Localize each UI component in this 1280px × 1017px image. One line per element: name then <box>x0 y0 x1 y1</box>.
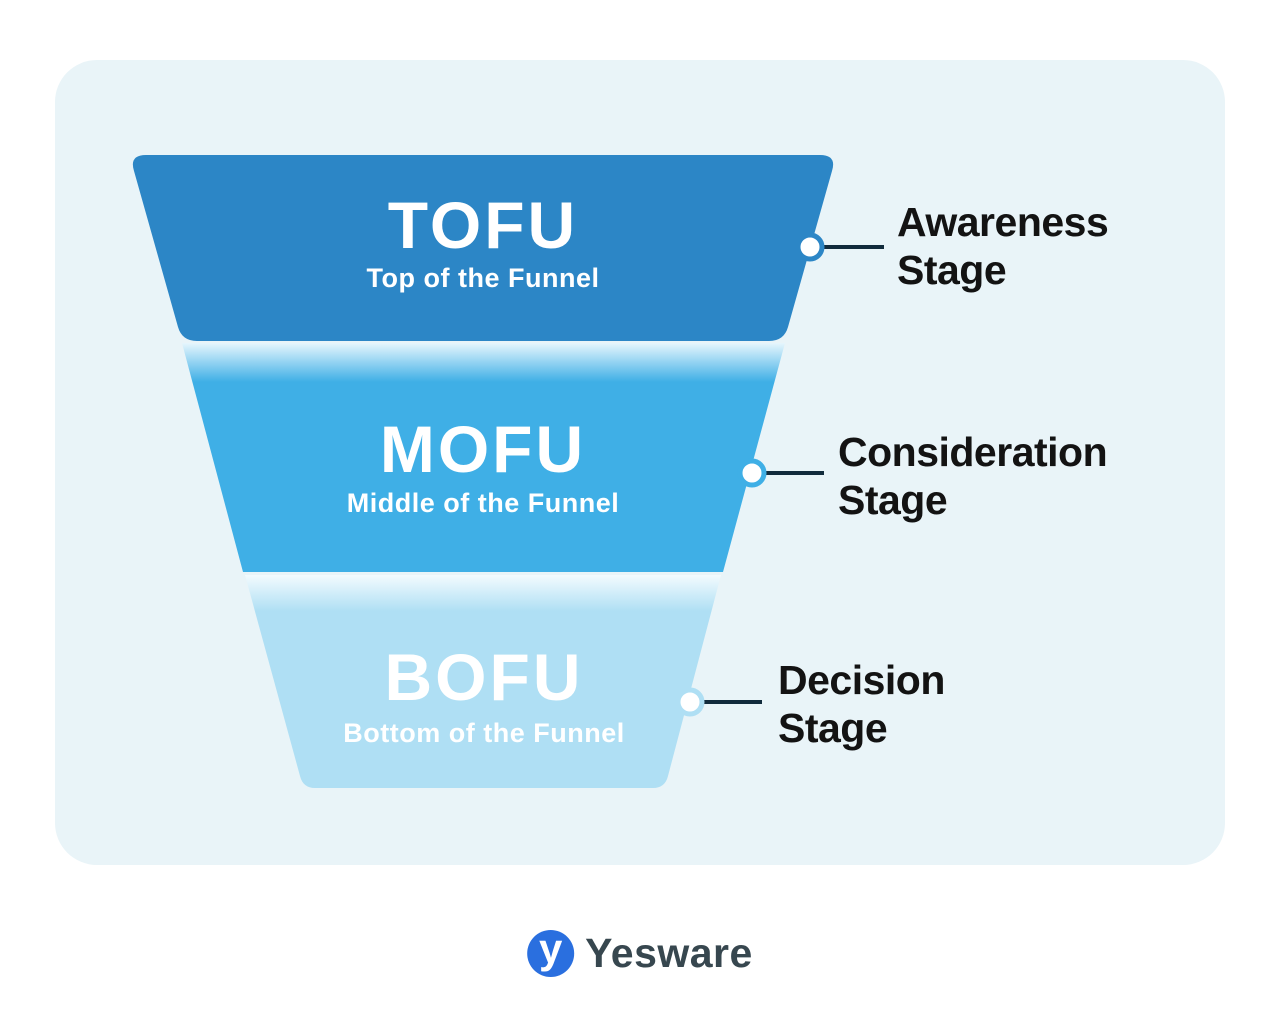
mofu-connector-dot <box>737 458 767 488</box>
bofu-acronym: BOFU <box>385 640 584 714</box>
decision-stage-label-line2: Stage <box>778 705 888 752</box>
funnel-stage-bofu <box>245 575 721 788</box>
mofu-subtitle: Middle of the Funnel <box>347 488 619 518</box>
decision-stage-label: Decision Stage <box>778 656 945 753</box>
yesware-y-icon: y <box>527 930 575 977</box>
funnel-stage-mofu <box>182 343 785 572</box>
awareness-stage-label-line1: Awareness <box>897 199 1109 245</box>
mofu-acronym: MOFU <box>380 412 586 486</box>
awareness-stage-label-line2: Stage <box>897 247 1007 294</box>
yesware-logo: y Yesware <box>527 930 753 977</box>
bofu-subtitle: Bottom of the Funnel <box>343 718 624 748</box>
consideration-stage-label-line1: Consideration <box>838 429 1108 475</box>
funnel-stage-tofu <box>132 155 834 341</box>
tofu-subtitle: Top of the Funnel <box>367 263 600 293</box>
consideration-stage-label: Consideration Stage <box>838 428 1108 525</box>
bofu-connector-dot <box>675 687 705 717</box>
awareness-stage-label: Awareness Stage <box>897 198 1109 295</box>
consideration-stage-label-line2: Stage <box>838 477 948 524</box>
decision-stage-label-line1: Decision <box>778 657 945 703</box>
tofu-connector-dot <box>795 232 825 262</box>
tofu-acronym: TOFU <box>388 188 578 262</box>
yesware-wordmark: Yesware <box>585 930 753 976</box>
yesware-y-glyph: y <box>538 930 563 972</box>
